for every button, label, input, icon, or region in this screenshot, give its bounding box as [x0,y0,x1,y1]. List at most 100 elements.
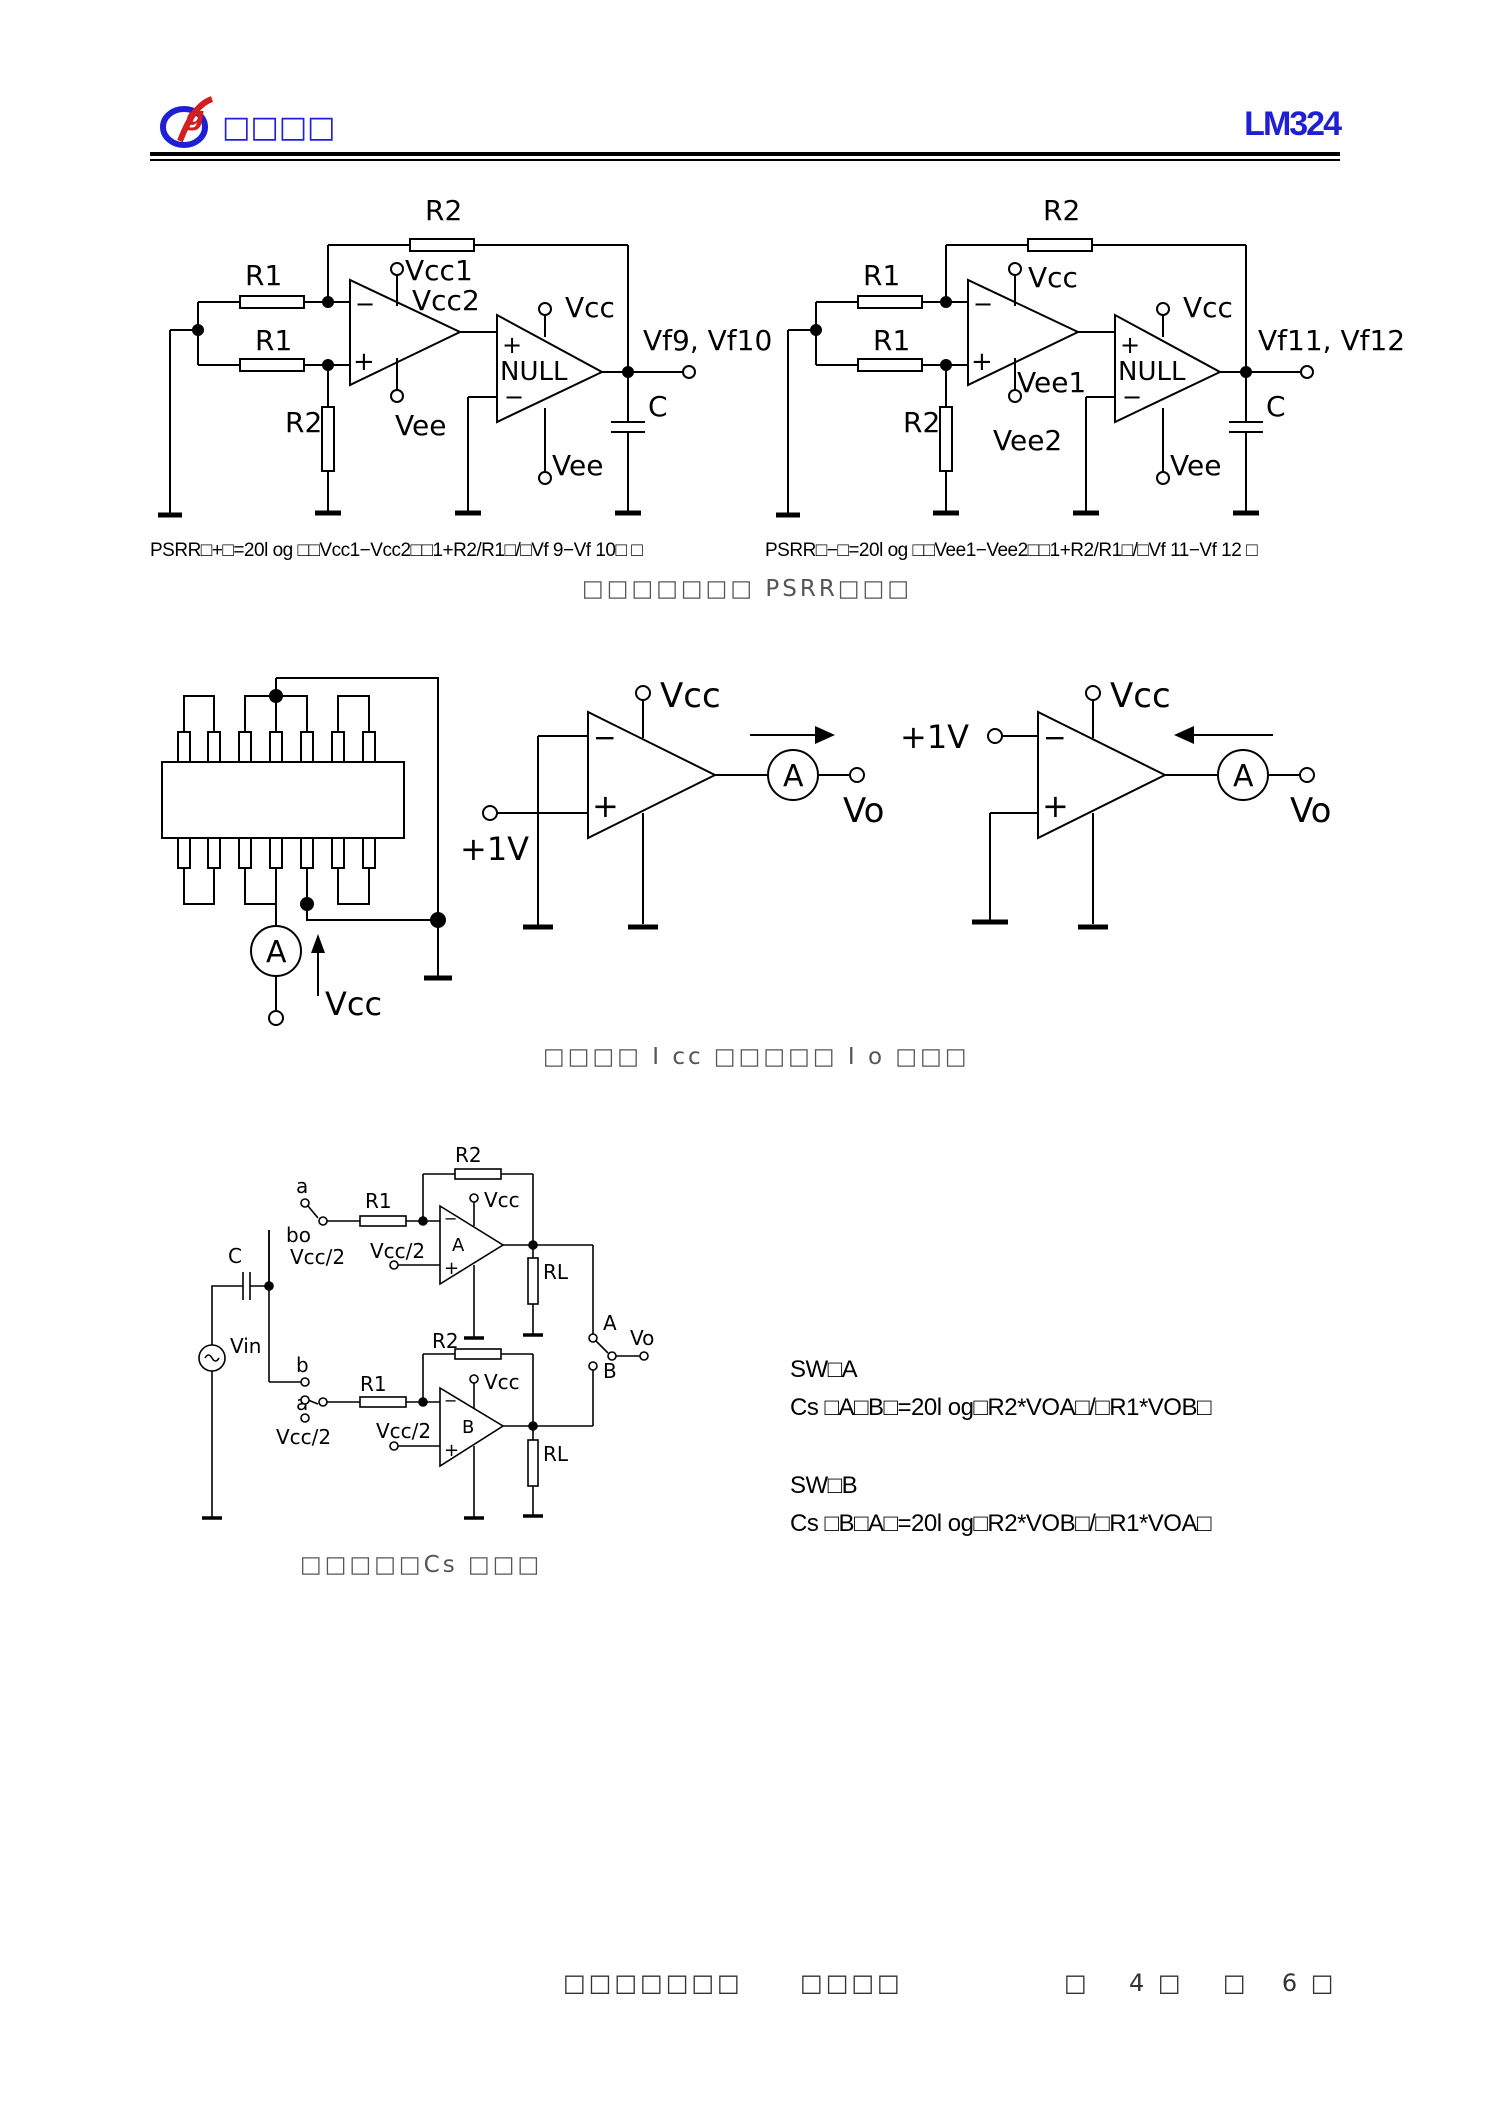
svg-text:Vo: Vo [1290,791,1331,831]
svg-text:A: A [266,935,287,970]
svg-text:Vee: Vee [1170,449,1221,482]
svg-text:+: + [353,347,375,377]
op-amp-dut [349,278,463,387]
svg-text:Vo: Vo [630,1326,654,1350]
header-rule-thick [150,152,1340,156]
svg-text:Vcc/2: Vcc/2 [370,1239,425,1263]
label-vee: Vee [395,409,446,442]
svg-text:−: − [444,1391,457,1410]
label-vcc-icc: Vcc [325,985,382,1023]
resistor-r2-ground [321,406,335,472]
svg-text:C: C [1266,390,1286,423]
svg-text:+: + [1120,331,1140,359]
svg-text:A: A [783,759,804,794]
op-amp-b [439,1386,505,1468]
cs-a-to-b-formula: Cs □A□B□=20l og□R2*VOA□/□R1*VOB□ [790,1394,1211,1421]
svg-text:A: A [452,1235,465,1256]
label-r2: R2 [425,194,462,227]
label-vee-null: Vee [552,449,603,482]
icc-io-figure-caption: □□□□ I cc □□□□□ I o □□□ [543,1044,970,1070]
label-vcc: Vcc [565,291,615,324]
page-total: 6 [1281,1969,1301,1997]
svg-text:RL: RL [543,1260,569,1284]
label-vee2: Vee2 [993,424,1062,457]
label-null: NULL [500,357,568,387]
label-r1-top: R1 [245,259,282,292]
svg-text:−: − [504,383,524,411]
switch-a-label: SW□A [790,1356,858,1383]
psrr-circuit-left: R2 R1 R1 R2 − + Vcc1 Vcc2 Vee NULL + − V… [158,194,772,518]
psrr-plus-equation: PSRR□+□=20l og □□Vcc1−Vcc2□□1+R2/R1□/□Vf… [150,540,643,561]
icc-test-circuit: A Vcc [161,677,452,1026]
op-amp-null [496,313,605,424]
svg-text:+: + [444,1440,459,1461]
resistor-r2-feedback [409,238,475,252]
svg-text:Vcc/2: Vcc/2 [376,1419,431,1443]
svg-text:R1: R1 [365,1189,392,1213]
ic-package [161,761,405,839]
cs-figure-caption: □□□□□Cs □□□ [300,1552,543,1578]
cs-test-circuit: R2 − + A Vcc R1 Vcc/2 RL a bo Vcc/2 C Vi… [198,1143,654,1520]
svg-text:Vcc: Vcc [660,680,721,716]
svg-text:+: + [971,347,993,377]
psrr-minus-equation: PSRR□−□=20l og □□Vee1−Vee2□□1+R2/R1□/□Vf… [765,540,1258,561]
cs-formulas: SW□A Cs □A□B□=20l og□R2*VOA□/□R1*VOB□ SW… [790,1356,1211,1538]
svg-text:−: − [973,290,993,318]
page-current: 4 [1128,1969,1148,1997]
label-output-right: Vf11, Vf12 [1258,324,1405,357]
svg-text:+: + [592,787,619,825]
svg-text:bo: bo [286,1223,311,1247]
svg-text:R2: R2 [432,1329,459,1353]
svg-text:RL: RL [543,1442,569,1466]
svg-text:Vcc: Vcc [1183,291,1233,324]
label-vee1: Vee1 [1017,366,1086,399]
psrr-figure-caption: □□□□□□□ PSRR□□□ [582,576,913,602]
svg-text:+: + [444,1258,459,1279]
footer-company: □□□□□□□ [563,1969,743,1997]
part-number: LM324 [1244,105,1342,143]
svg-text:g: g [186,102,205,132]
io-test-circuit-sink: − + Vcc +1V A Vo [900,680,1331,930]
svg-text:+1V: +1V [460,830,529,868]
svg-text:Vcc/2: Vcc/2 [276,1425,331,1449]
svg-text:Vcc: Vcc [484,1188,520,1212]
svg-text:−: − [1122,383,1142,411]
svg-text:C: C [228,1244,242,1268]
label-r2-ground: R2 [285,406,322,439]
switch-b-label: SW□B [790,1472,858,1499]
svg-text:+1V: +1V [900,718,969,756]
svg-text:Vcc: Vcc [484,1370,520,1394]
svg-text:Vcc: Vcc [1028,261,1078,294]
svg-text:NULL: NULL [1118,357,1186,387]
svg-text:+: + [502,331,522,359]
company-name: □□□□ [222,110,336,145]
svg-text:R1: R1 [360,1372,387,1396]
psrr-circuit-right: R2 R1 R1 R2 − + Vcc Vee1 Vee2 NULL + − V… [776,194,1405,518]
resistor-r1-top [239,295,305,309]
label-vcc1: Vcc1 [405,254,473,287]
svg-text:Vo: Vo [843,791,884,831]
svg-text:B: B [462,1417,474,1438]
svg-text:R2: R2 [903,406,940,439]
svg-text:A: A [603,1311,617,1335]
op-amp-a [439,1204,505,1286]
page-header: g □□□□ LM324 [150,95,1342,165]
svg-text:B: B [603,1359,617,1383]
svg-text:+: + [1042,787,1069,825]
footer-label: □□□□ [800,1969,903,1997]
svg-text:R1: R1 [873,324,910,357]
company-logo: g [160,96,214,148]
svg-text:−: − [1043,721,1066,754]
header-rule-thin [150,159,1340,161]
svg-text:R2: R2 [455,1143,482,1167]
svg-text:−: − [593,721,616,754]
label-output-left: Vf9, Vf10 [643,324,772,357]
svg-text:b: b [296,1353,309,1377]
cs-b-to-a-formula: Cs □B□A□=20l og□R2*VOB□/□R1*VOA□ [790,1510,1211,1537]
resistor-r1-bottom [239,358,305,372]
io-test-circuit-source: − + Vcc +1V A Vo [460,680,884,930]
label-vcc2: Vcc2 [412,284,480,317]
svg-text:Vcc: Vcc [1110,680,1171,716]
svg-text:R2: R2 [1043,194,1080,227]
label-c: C [648,390,668,423]
